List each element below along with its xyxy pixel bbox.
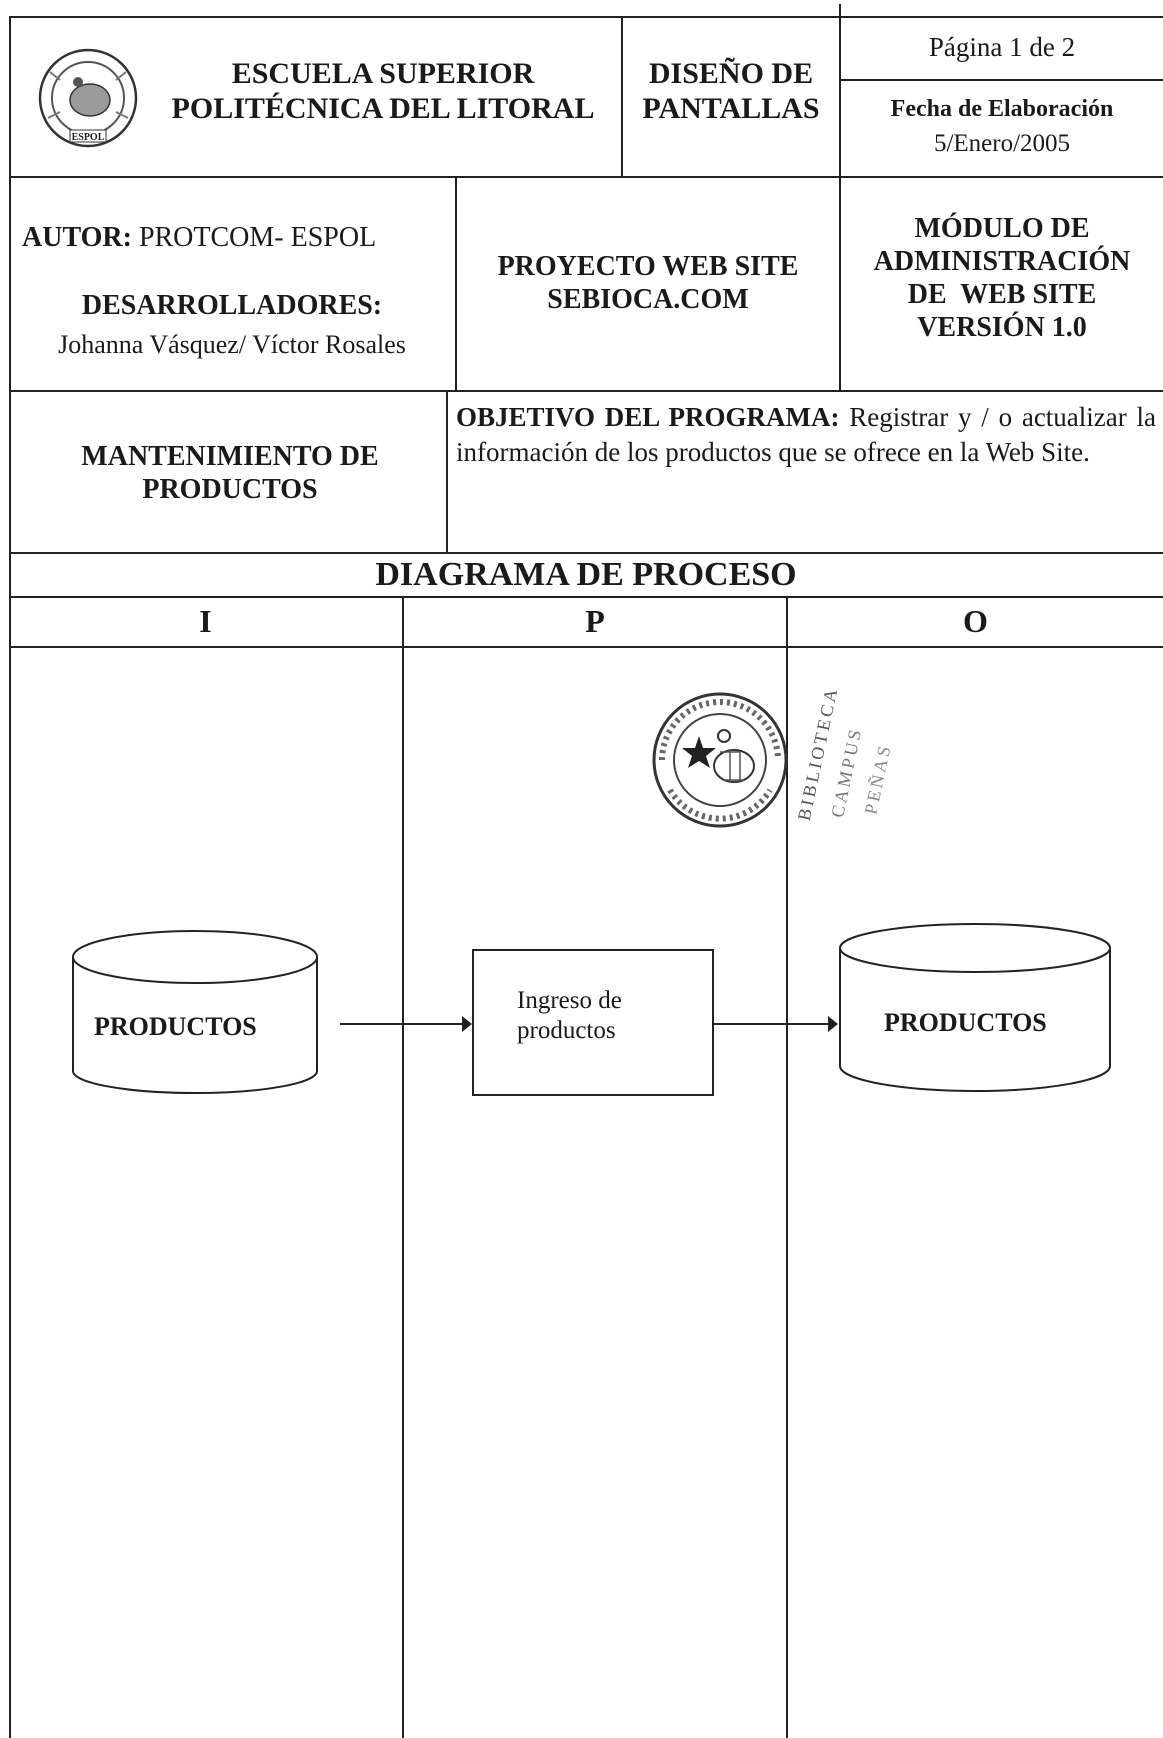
module-line-1: MÓDULO DE: [914, 213, 1090, 244]
project-line-1: PROYECTO WEB SITE: [497, 251, 799, 282]
info-divider-1: [455, 176, 457, 392]
frame-left-line: [9, 16, 11, 1738]
developers-label: DESARROLLADORES:: [81, 290, 383, 321]
document-type-line-2: PANTALLAS: [642, 92, 820, 126]
column-header-bottom-line: [9, 646, 1163, 648]
frame-top-line: [9, 16, 1163, 18]
document-type-line-1: DISEÑO DE: [648, 57, 814, 90]
author-label: AUTOR:: [22, 222, 132, 253]
lane-divider-2: [786, 596, 788, 1738]
column-header-input: I: [199, 603, 212, 639]
library-stamp-icon: BIBLIOTECA CAMPUS PEÑAS: [794, 684, 895, 822]
stamp-line-3: PEÑAS: [859, 741, 895, 816]
program-line-2: PRODUCTOS: [142, 474, 318, 506]
page-number: Página 1 de 2: [928, 32, 1076, 62]
espol-logo-icon: ESPOL: [38, 48, 138, 148]
program-objective: OBJETIVO DEL PROGRAMA: Registrar y / o a…: [456, 400, 1156, 470]
process-label-line-2: productos: [517, 1016, 616, 1044]
diagram-title: DIAGRAMA DE PROCESO: [375, 556, 797, 593]
process-label: Ingreso de productos: [517, 986, 622, 1045]
project-line-2: SEBIOCA.COM: [547, 284, 749, 316]
header-divider-2: [839, 16, 841, 178]
library-seal-icon: [652, 692, 788, 828]
module-line-2: ADMINISTRACIÓN: [873, 246, 1131, 278]
document-type: DISEÑO DE PANTALLAS: [623, 56, 839, 127]
logo-label: ESPOL: [72, 132, 105, 143]
input-datastore-label: PRODUCTOS: [94, 1012, 257, 1041]
diagram-title-bottom-line: [9, 596, 1163, 598]
program-line-1: MANTENIMIENTO DE: [81, 441, 379, 472]
date-label: Fecha de Elaboración: [890, 96, 1114, 122]
developers-value: Johanna Vásquez/ Víctor Rosales: [58, 330, 406, 359]
header-divider-1: [621, 16, 623, 178]
vline-top-right-tick: [839, 4, 841, 18]
author-line: AUTOR: PROTCOM- ESPOL: [22, 222, 376, 254]
column-header-output: O: [963, 603, 988, 639]
program-divider: [446, 390, 448, 554]
column-header-process: P: [585, 603, 605, 639]
module-line-3: DE WEB SITE: [907, 279, 1097, 311]
author-value: PROTCOM- ESPOL: [138, 222, 377, 253]
module-name: MÓDULO DE ADMINISTRACIÓN DE WEB SITE VER…: [841, 212, 1163, 344]
info-bottom-line: [9, 390, 1163, 392]
objective-label: OBJETIVO DEL PROGRAMA:: [456, 402, 840, 432]
program-name: MANTENIMIENTO DE PRODUCTOS: [20, 440, 440, 506]
lane-divider-1: [402, 596, 404, 1738]
objective-text: Registrar y / o actualizar la informació…: [456, 402, 1156, 468]
info-divider-2: [839, 176, 841, 392]
arrowhead-input-to-process: [462, 1016, 472, 1032]
date-value: 5/Enero/2005: [933, 130, 1071, 157]
process-label-line-1: Ingreso de: [517, 987, 622, 1014]
output-datastore-label: PRODUCTOS: [884, 1008, 1047, 1037]
module-line-4: VERSIÓN 1.0: [917, 312, 1087, 344]
program-bottom-line: [9, 552, 1163, 554]
project-name: PROYECTO WEB SITE SEBIOCA.COM: [457, 250, 839, 316]
header-bottom-line: [9, 176, 1163, 178]
institution-name: ESCUELA SUPERIOR POLITÉCNICA DEL LITORAL: [150, 56, 616, 127]
institution-line-1: ESCUELA SUPERIOR: [231, 57, 535, 90]
header-page-divider: [839, 79, 1163, 81]
stamp-line-2: CAMPUS: [827, 725, 866, 819]
arrowhead-process-to-output: [828, 1016, 838, 1032]
institution-line-2: POLITÉCNICA DEL LITORAL: [171, 92, 595, 126]
